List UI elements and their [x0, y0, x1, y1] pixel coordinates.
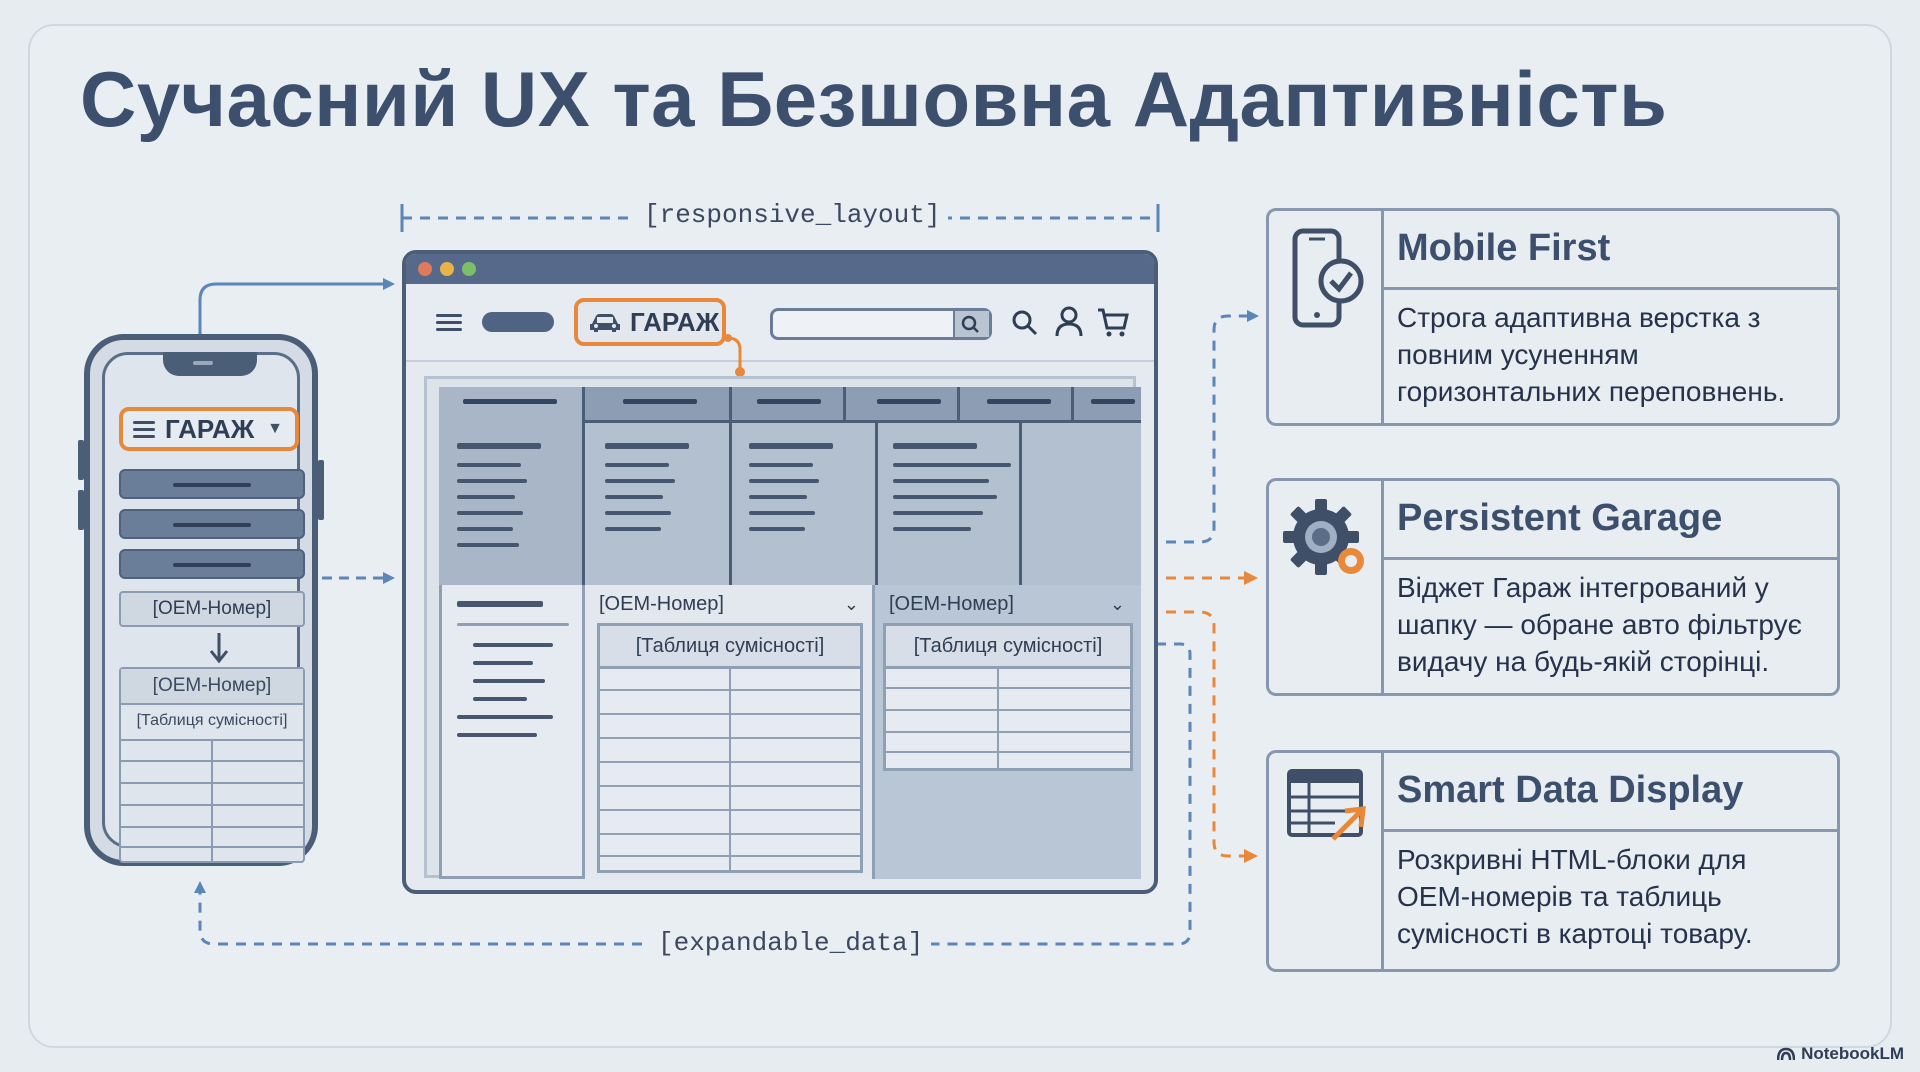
card-smart-data-text: Розкривні HTML-блоки для OEM-номерів та …: [1397, 844, 1753, 949]
menu-icon[interactable]: [133, 417, 155, 442]
compat-table-2: [Таблиця сумісності]: [883, 623, 1133, 771]
catalog-columns: [585, 423, 1141, 585]
expandable-data-arrow: [194, 881, 642, 946]
card-mobile-first-title: Mobile First: [1397, 227, 1611, 269]
phone-garage-label: ГАРАЖ: [165, 413, 255, 444]
card-smart-data-display: Smart Data Display Розкривні HTML-блоки …: [1266, 750, 1840, 972]
card-smart-data-header: Smart Data Display: [1381, 753, 1837, 832]
card-persistent-garage-title: Persistent Garage: [1397, 497, 1723, 539]
phone-menu-bar[interactable]: [119, 549, 305, 579]
header-garage-widget[interactable]: ГАРАЖ: [574, 298, 726, 346]
expandable-data-label: [expandable_data]: [650, 928, 932, 958]
responsive-layout-label: [responsive_layout]: [636, 200, 949, 230]
compat-table-2-grid: [886, 666, 1130, 768]
card-persistent-garage-text: Віджет Гараж інтегрований у шапку — обра…: [1397, 572, 1802, 677]
search-icon[interactable]: [1010, 308, 1040, 338]
menu-icon[interactable]: [436, 310, 462, 335]
search-icon: [961, 315, 979, 333]
minimize-dot[interactable]: [440, 262, 454, 276]
phone-oem-collapsed[interactable]: [OEM-Номер]: [119, 591, 305, 627]
phone-menu-bar[interactable]: [119, 469, 305, 499]
phone-expanded-block: [OEM-Номер] [Таблиця сумісності]: [119, 667, 305, 863]
table-expand-icon: [1287, 769, 1366, 841]
phone-oem-expanded[interactable]: [OEM-Номер]: [121, 669, 303, 705]
browser-mockup: ГАРАЖ: [402, 250, 1158, 894]
card-smart-data-title: Smart Data Display: [1397, 769, 1744, 811]
compat-table-2-header[interactable]: [Таблиця сумісності]: [886, 626, 1130, 669]
browser-navbar: ГАРАЖ: [406, 284, 1154, 362]
browser-titlebar: [406, 254, 1154, 284]
card-persistent-garage: Persistent Garage Віджет Гараж інтегрова…: [1266, 478, 1840, 696]
phone-garage-widget[interactable]: ГАРАЖ ▼: [119, 407, 299, 451]
smartphone-check-icon: [1292, 228, 1364, 328]
chevron-down-icon[interactable]: ⌄: [843, 594, 859, 614]
oem-dropdown-2[interactable]: [OEM-Номер] ⌄: [881, 589, 1137, 621]
chevron-down-icon[interactable]: ▼: [267, 420, 283, 437]
oem-dropdown-1-label: [OEM-Номер]: [599, 593, 724, 615]
card-mobile-first-text: Строга адаптивна верстка з повним усунен…: [1397, 302, 1786, 407]
card-mobile-first-header: Mobile First: [1381, 211, 1837, 290]
oem-dropdown-2-label: [OEM-Номер]: [889, 593, 1014, 615]
down-arrow-icon: [209, 633, 229, 664]
phone-compat-table-label: [Таблиця сумісності]: [121, 703, 303, 741]
responsive-layout-bracket: [400, 204, 1160, 232]
car-icon: [590, 314, 620, 332]
gear-icon: [1283, 499, 1364, 575]
phone-notch: [163, 352, 257, 376]
close-dot[interactable]: [418, 262, 432, 276]
maximize-dot[interactable]: [462, 262, 476, 276]
card-mobile-first-icon-cell: [1269, 211, 1384, 423]
browser-content: [OEM-Номер] ⌄ [Таблиця сумісності] [OEM-…: [424, 376, 1141, 879]
header-garage-label: ГАРАЖ: [630, 306, 720, 337]
chevron-down-icon[interactable]: ⌄: [1109, 594, 1125, 614]
to-mobile-first-arrow: [1130, 310, 1259, 544]
to-smart-data-arrow: [1130, 610, 1258, 863]
cart-icon[interactable]: [1096, 306, 1130, 338]
card-persistent-garage-icon-cell: [1269, 481, 1384, 693]
notebooklm-brand: NotebookLM: [1777, 1044, 1904, 1064]
card-persistent-garage-header: Persistent Garage: [1381, 481, 1837, 560]
phone-screen: ГАРАЖ ▼ [OEM-Номер] [OEM-Номер] [Таблиця…: [102, 352, 305, 863]
search-button[interactable]: [953, 311, 989, 337]
user-icon[interactable]: [1054, 306, 1084, 338]
logo-pill[interactable]: [482, 312, 554, 332]
compat-table-1: [Таблиця сумісності]: [597, 623, 863, 873]
search-input[interactable]: [770, 308, 992, 340]
card-mobile-first: Mobile First Строга адаптивна верстка з …: [1266, 208, 1840, 426]
catalog-sidebar-lower: [439, 585, 585, 879]
phone-to-browser-arrow: [198, 278, 395, 334]
phone-menu-bar[interactable]: [119, 509, 305, 539]
compat-table-1-grid: [600, 666, 860, 870]
phone-mockup: ГАРАЖ ▼ [OEM-Номер] [OEM-Номер] [Таблиця…: [78, 334, 324, 866]
phone-compat-table-grid: [121, 741, 303, 861]
compat-table-1-header[interactable]: [Таблиця сумісності]: [600, 626, 860, 669]
card-smart-data-icon-cell: [1269, 753, 1384, 969]
notebooklm-logo-icon: [1777, 1047, 1796, 1061]
garage-filter-connector: [724, 334, 745, 377]
oem-dropdown-1[interactable]: [OEM-Номер] ⌄: [591, 589, 871, 621]
slide-title: Сучасний UX та Безшовна Адаптивність: [80, 55, 1668, 143]
catalog-tab-strip: [585, 387, 1141, 423]
catalog-sidebar-top: [439, 387, 585, 585]
brand-label: NotebookLM: [1801, 1044, 1904, 1063]
